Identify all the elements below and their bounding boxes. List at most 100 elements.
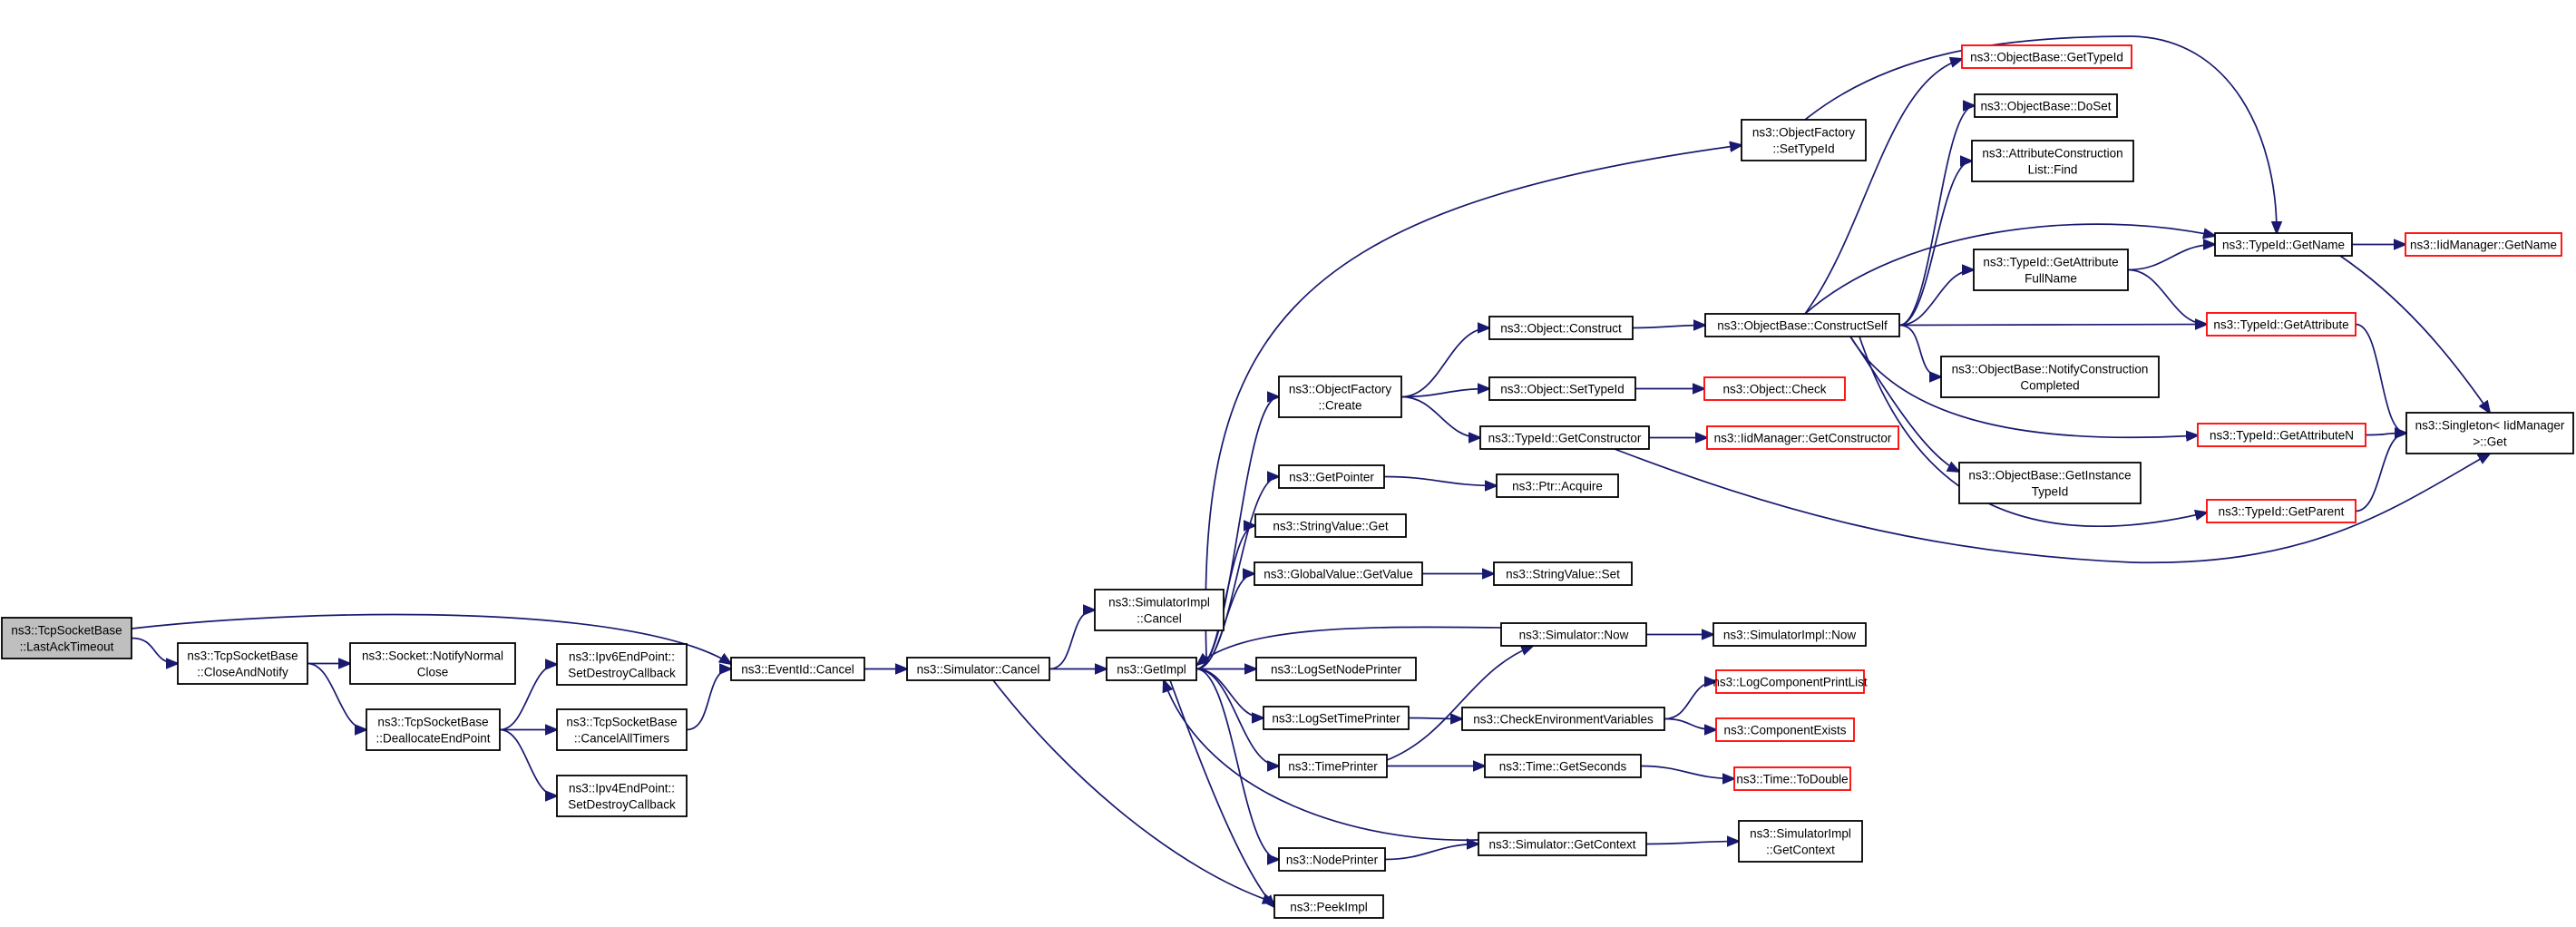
node-simcancel[interactable]: ns3::Simulator::Cancel <box>906 657 1050 681</box>
edge-simcancel-to-peekimpl <box>992 679 1274 903</box>
node-logtimeprinter[interactable]: ns3::LogSetTimePrinter <box>1263 706 1410 730</box>
node-compexists[interactable]: ns3::ComponentExists <box>1715 717 1855 742</box>
edge-tidgetattrfull-to-tidgetattr <box>2127 268 2207 325</box>
edge-root-to-evcancel <box>131 613 731 664</box>
node-objcheck[interactable]: ns3::Object::Check <box>1703 376 1846 401</box>
node-label: ns3::LogComponentPrintList <box>1712 676 1868 689</box>
node-box <box>1706 425 1899 450</box>
edge-getimpl-to-peekimpl <box>1169 679 1274 907</box>
node-tidgetparent[interactable]: ns3::TypeId::GetParent <box>2206 499 2356 523</box>
node-simimplnow[interactable]: ns3::SimulatorImpl::Now <box>1712 622 1867 647</box>
node-obconstructself[interactable]: ns3::ObjectBase::ConstructSelf <box>1704 313 1900 337</box>
node-gvgetvalue[interactable]: ns3::GlobalValue::GetValue <box>1254 561 1423 586</box>
node-box <box>1461 707 1665 731</box>
node-simimplcancel[interactable]: ns3::SimulatorImpl::Cancel <box>1094 589 1225 631</box>
node-simnow[interactable]: ns3::Simulator::Now <box>1500 622 1647 647</box>
node-logcomplist[interactable]: ns3::LogComponentPrintList <box>1712 669 1868 694</box>
node-obnotify[interactable]: ns3::ObjectBase::NotifyConstructionCompl… <box>1940 356 2160 398</box>
node-singleton[interactable]: ns3::Singleton< IidManager>::Get <box>2405 412 2574 454</box>
edge-tidgetattrfull-to-tidgetname <box>2127 245 2215 271</box>
edge-simgetctx-to-simimplgetctx <box>1645 842 1739 844</box>
node-getimpl[interactable]: ns3::GetImpl <box>1106 657 1197 681</box>
edge-getimpl-to-nodeprinter <box>1195 668 1279 860</box>
node-evcancel[interactable]: ns3::EventId::Cancel <box>730 657 865 681</box>
node-nodeprinter[interactable]: ns3::NodePrinter <box>1278 847 1386 872</box>
node-box <box>1484 754 1642 778</box>
node-tidgetname[interactable]: ns3::TypeId::GetName <box>2214 232 2353 257</box>
node-label: ::DeallocateEndPoint <box>376 732 490 746</box>
node-label: ns3::ObjectBase::DoSet <box>1980 100 2111 113</box>
node-cancelall[interactable]: ns3::TcpSocketBase::CancelAllTimers <box>556 708 688 751</box>
edge-tidgetattr-to-singleton <box>2355 323 2406 434</box>
node-label: ns3::StringValue::Get <box>1273 520 1389 533</box>
node-timetodouble[interactable]: ns3::Time::ToDouble <box>1733 766 1851 791</box>
edge-obconstructself-to-tidgetattrfull <box>1898 270 1974 327</box>
node-simgetctx[interactable]: ns3::Simulator::GetContext <box>1478 832 1647 856</box>
node-box <box>1278 754 1388 778</box>
node-ipv4[interactable]: ns3::Ipv4EndPoint::SetDestroyCallback <box>556 775 688 817</box>
node-obgettypeid[interactable]: ns3::ObjectBase::GetTypeId <box>1961 44 2132 69</box>
node-label: ::CloseAndNotify <box>197 666 288 679</box>
node-label: ns3::Simulator::Now <box>1519 629 1629 642</box>
node-box <box>2197 423 2366 447</box>
node-getpointer[interactable]: ns3::GetPointer <box>1278 464 1385 489</box>
node-label: ::LastAckTimeout <box>20 640 114 654</box>
edge-dealloc-to-ipv4 <box>499 728 557 796</box>
node-ipv6[interactable]: ns3::Ipv6EndPoint::SetDestroyCallback <box>556 643 688 686</box>
node-box <box>906 657 1050 681</box>
node-label: ns3::TypeId::GetConstructor <box>1488 432 1642 445</box>
node-ptracquire[interactable]: ns3::Ptr::Acquire <box>1496 473 1619 498</box>
node-timeprinter[interactable]: ns3::TimePrinter <box>1278 754 1388 778</box>
node-box <box>1741 119 1867 161</box>
node-label: ns3::Ipv4EndPoint:: <box>569 782 675 795</box>
node-obdoset[interactable]: ns3::ObjectBase::DoSet <box>1974 93 2118 118</box>
node-box <box>556 708 688 751</box>
node-box <box>1273 894 1384 919</box>
node-strvalget[interactable]: ns3::StringValue::Get <box>1254 513 1407 538</box>
node-iidgetname[interactable]: ns3::IidManager::GetName <box>2405 232 2562 257</box>
edge-simnow-to-getimpl <box>1197 626 1502 665</box>
node-box <box>1255 657 1417 681</box>
node-timegetsec[interactable]: ns3::Time::GetSeconds <box>1484 754 1642 778</box>
node-box <box>1733 766 1851 791</box>
node-box <box>366 708 501 751</box>
node-box <box>1278 376 1402 418</box>
node-tidgetattrn[interactable]: ns3::TypeId::GetAttributeN <box>2197 423 2366 447</box>
node-label: Completed <box>2020 379 2079 393</box>
edge-obconstructself-to-tidgetattr <box>1898 325 2207 326</box>
edge-root-to-cnotify <box>131 637 178 664</box>
node-lognodeprinter[interactable]: ns3::LogSetNodePrinter <box>1255 657 1417 681</box>
node-label: ns3::Ptr::Acquire <box>1512 480 1603 493</box>
edge-simgetctx-to-getimpl <box>1164 680 1479 842</box>
node-label: ::SetTypeId <box>1772 142 1834 156</box>
node-ofsettypeid[interactable]: ns3::ObjectFactory::SetTypeId <box>1741 119 1867 161</box>
node-objsettypeid[interactable]: ns3::Object::SetTypeId <box>1488 376 1636 401</box>
edge-obconstructself-to-tidgetattrn <box>1849 336 2198 437</box>
node-label: ns3::AttributeConstruction <box>1982 147 2122 161</box>
node-iidgetctor[interactable]: ns3::IidManager::GetConstructor <box>1706 425 1899 450</box>
node-ofcreate[interactable]: ns3::ObjectFactory::Create <box>1278 376 1402 418</box>
edge-ofcreate-to-objconstruct <box>1400 328 1489 398</box>
node-label: ns3::ObjectFactory <box>1752 126 1856 140</box>
node-label: SetDestroyCallback <box>568 798 676 812</box>
node-label: ns3::LogSetNodePrinter <box>1271 663 1402 677</box>
node-tidgetctor[interactable]: ns3::TypeId::GetConstructor <box>1479 425 1650 450</box>
node-label: TypeId <box>2032 485 2069 499</box>
node-label: ::Cancel <box>1137 612 1182 626</box>
node-label: ns3::ObjectFactory <box>1289 383 1392 396</box>
node-cnotify[interactable]: ns3::TcpSocketBase::CloseAndNotify <box>177 642 308 685</box>
node-simimplgetctx[interactable]: ns3::SimulatorImpl::GetContext <box>1738 820 1863 863</box>
node-dealloc[interactable]: ns3::TcpSocketBase::DeallocateEndPoint <box>366 708 501 751</box>
node-checkenv[interactable]: ns3::CheckEnvironmentVariables <box>1461 707 1665 731</box>
node-tidgetattr[interactable]: ns3::TypeId::GetAttribute <box>2206 312 2356 337</box>
node-strvalset[interactable]: ns3::StringValue::Set <box>1493 561 1633 586</box>
node-box <box>556 643 688 686</box>
node-peekimpl[interactable]: ns3::PeekImpl <box>1273 894 1384 919</box>
node-box <box>1703 376 1846 401</box>
node-box <box>1715 669 1865 694</box>
node-objconstruct[interactable]: ns3::Object::Construct <box>1488 316 1634 340</box>
